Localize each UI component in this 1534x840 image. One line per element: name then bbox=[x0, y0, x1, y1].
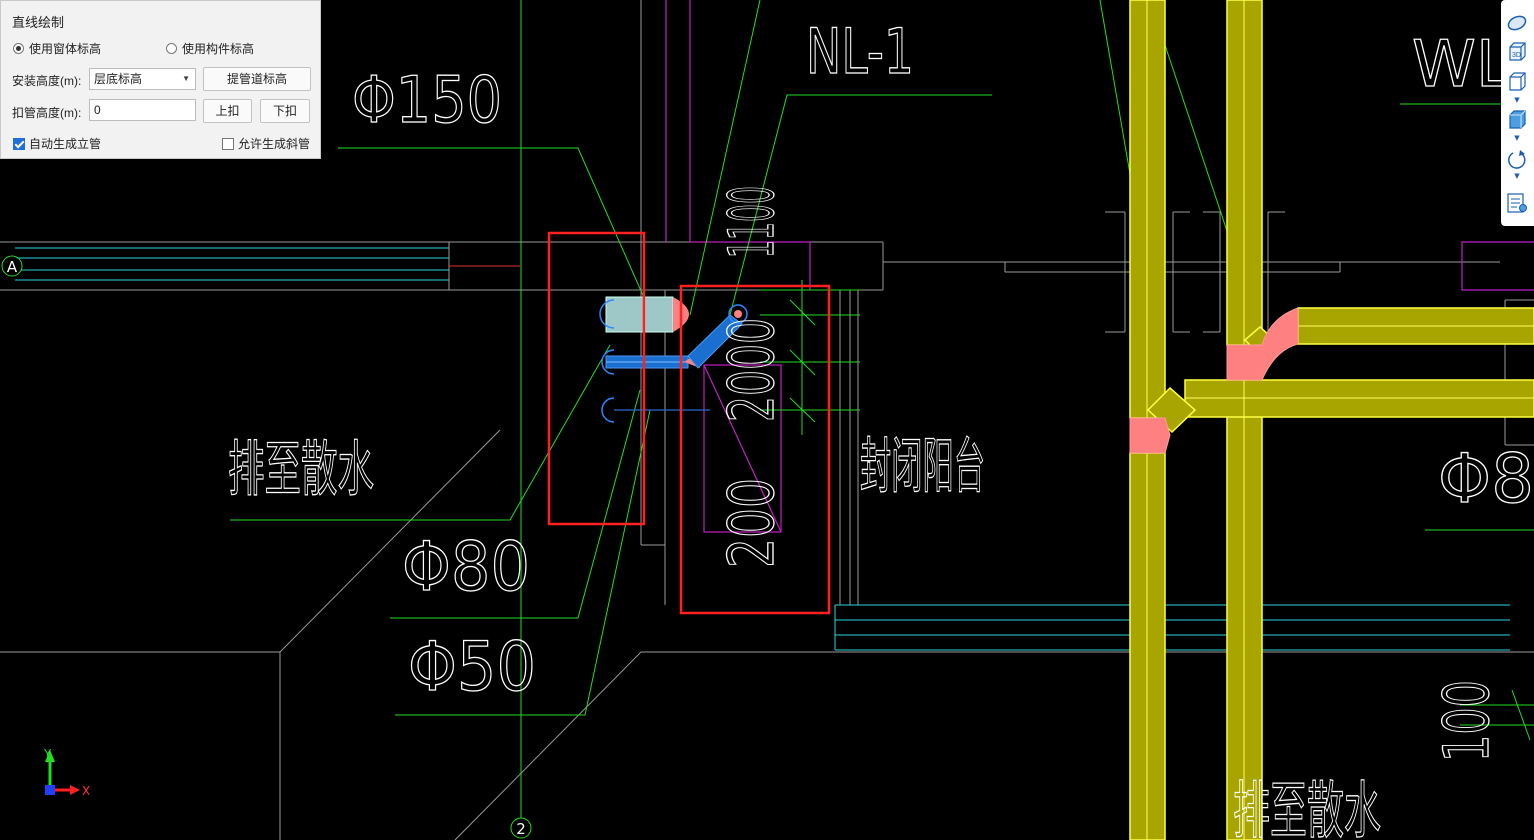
axis-bubble-a: A bbox=[1, 255, 23, 277]
label-dim-200: 200 bbox=[715, 478, 788, 568]
radio-window-label: 使用窗体标高 bbox=[29, 42, 102, 56]
cyan-lines bbox=[15, 247, 1510, 651]
label-nl1: NL-1 bbox=[806, 15, 914, 88]
svg-text:3D: 3D bbox=[1512, 52, 1521, 59]
label-phi150: Φ150 bbox=[352, 64, 502, 138]
radio-window-elevation[interactable]: 使用窗体标高 bbox=[13, 40, 101, 57]
radio-dot-selected[interactable] bbox=[13, 43, 24, 54]
ucs-x-label: X bbox=[82, 784, 90, 798]
axis-a-label: A bbox=[7, 258, 18, 276]
ucs-y-label: Y bbox=[43, 747, 52, 761]
panel-title: 直线绘制 bbox=[12, 15, 65, 30]
deduct-height-input[interactable]: 0 bbox=[89, 99, 196, 121]
label-drain-right: 排至散水 bbox=[1233, 774, 1381, 840]
magenta-lines bbox=[665, 0, 1534, 533]
orbit-icon[interactable] bbox=[1505, 12, 1529, 34]
auto-riser-checkbox[interactable]: 自动生成立管 bbox=[13, 135, 101, 152]
deduct-up-button[interactable]: 上扣 bbox=[203, 99, 252, 123]
label-phi50: Φ50 bbox=[408, 628, 536, 707]
view-3d-icon[interactable]: 3D bbox=[1505, 40, 1529, 62]
radio-dot[interactable] bbox=[166, 43, 177, 54]
axis-2-label: 2 bbox=[516, 820, 526, 838]
deduct-height-label: 扣管高度(m): bbox=[12, 106, 82, 120]
highlight-box-right bbox=[679, 284, 831, 615]
install-height-select[interactable]: 层底标高 ▼ bbox=[89, 68, 196, 90]
checkbox-unchecked[interactable] bbox=[222, 137, 234, 150]
install-height-value: 层底标高 bbox=[94, 72, 143, 86]
deduct-down-button[interactable]: 下扣 bbox=[260, 99, 310, 123]
layer-list-icon[interactable] bbox=[1505, 192, 1529, 214]
allow-slope-checkbox[interactable]: 允许生成斜管 bbox=[222, 135, 310, 152]
chevron-down-icon[interactable]: ▼ bbox=[1514, 172, 1520, 180]
label-drain-left: 排至散水 bbox=[228, 435, 374, 505]
pipe-group[interactable] bbox=[599, 296, 748, 423]
radio-component-label: 使用构件标高 bbox=[182, 42, 255, 56]
view-toolbar: 3D ▼ ▼ ▼ bbox=[1501, 0, 1534, 226]
line-draw-panel: 直线绘制 使用窗体标高 使用构件标高 安装高度(m): 层底标高 ▼ 提管道标高… bbox=[0, 0, 321, 159]
highlight-box-left bbox=[547, 231, 646, 526]
axis-bubble-2: 2 bbox=[510, 817, 532, 839]
checkbox-checked[interactable] bbox=[13, 137, 25, 150]
duct-fittings[interactable] bbox=[1129, 307, 1299, 454]
label-dim-100: 100 bbox=[1430, 680, 1503, 762]
label-phi80: Φ80 bbox=[402, 528, 530, 607]
label-closed-balcony: 封闭阳台 bbox=[860, 432, 985, 502]
chevron-down-icon[interactable]: ▼ bbox=[1514, 134, 1520, 142]
pipe-elevation-button[interactable]: 提管道标高 bbox=[203, 67, 311, 91]
label-dim-2000: 2000 bbox=[715, 318, 788, 422]
auto-riser-label: 自动生成立管 bbox=[29, 137, 102, 151]
ucs-axis-icon: Y X bbox=[43, 747, 90, 798]
rotate-icon[interactable] bbox=[1505, 148, 1529, 170]
label-dim-1100: 1100 bbox=[715, 186, 788, 258]
deduct-height-value: 0 bbox=[94, 103, 101, 117]
box-solid-icon[interactable] bbox=[1505, 108, 1529, 130]
chevron-down-icon[interactable]: ▼ bbox=[1514, 96, 1520, 104]
install-height-label: 安装高度(m): bbox=[12, 74, 82, 88]
leader-lines bbox=[230, 0, 1534, 741]
label-phi8: Φ8 bbox=[1438, 440, 1534, 519]
allow-slope-label: 允许生成斜管 bbox=[238, 137, 311, 151]
chevron-down-icon: ▼ bbox=[182, 74, 190, 83]
box-wireframe-icon[interactable] bbox=[1505, 70, 1529, 92]
radio-component-elevation[interactable]: 使用构件标高 bbox=[166, 40, 254, 57]
